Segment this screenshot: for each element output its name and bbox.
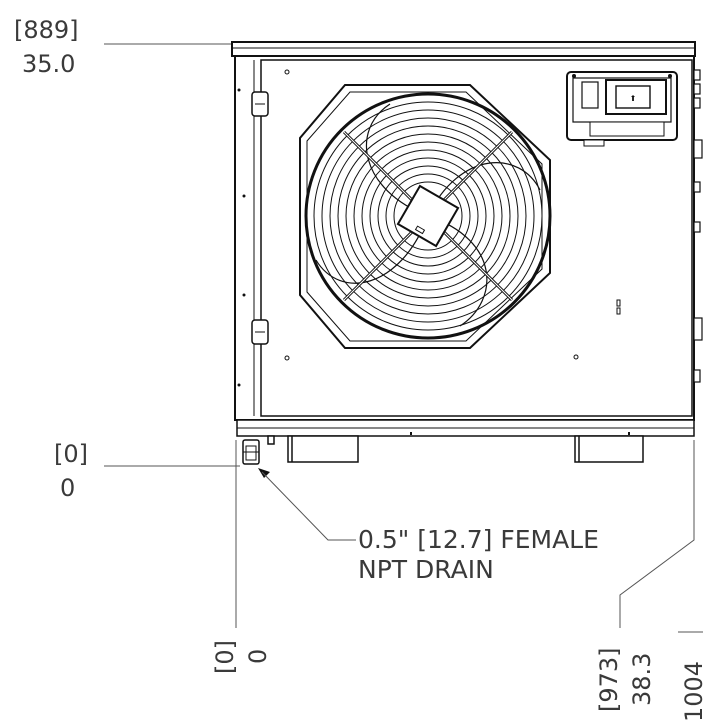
dimension-right-inch: 38.3 bbox=[628, 653, 656, 706]
panel-slots bbox=[616, 299, 621, 315]
dimension-right-inner: [973] 38.3 bbox=[595, 440, 695, 712]
feet bbox=[267, 435, 644, 463]
dimension-outer-mm: 1004 bbox=[680, 661, 703, 722]
dimension-top-mm: [889] bbox=[14, 16, 79, 44]
drain-leader bbox=[261, 471, 356, 541]
dimension-left-inch: 0 bbox=[244, 649, 272, 664]
dimension-drain-height: [0] 0 bbox=[54, 440, 240, 502]
top-cap bbox=[231, 41, 696, 57]
dimension-right-mm: [973] bbox=[595, 647, 623, 712]
panel-screws bbox=[284, 69, 579, 361]
drain-callout: 0.5" [12.7] FEMALE NPT DRAIN bbox=[258, 468, 599, 584]
right-edge-fittings bbox=[693, 69, 703, 383]
front-panel bbox=[260, 59, 693, 417]
dimension-drain-inch: 0 bbox=[60, 474, 75, 502]
base-markings bbox=[410, 432, 630, 435]
dimension-drain-mm: [0] bbox=[54, 440, 88, 468]
unit-cabinet: ⬆ bbox=[231, 41, 703, 465]
fan-hub bbox=[396, 184, 460, 248]
dimension-left-origin: [0] 0 bbox=[211, 440, 272, 674]
drain-callout-line2: NPT DRAIN bbox=[358, 555, 494, 584]
dimension-right-outer: 1004 bbox=[678, 631, 703, 722]
control-box: ⬆ bbox=[566, 71, 678, 147]
dimension-top-inch: 35.0 bbox=[22, 50, 75, 78]
dimension-top: [889] 35.0 bbox=[14, 16, 232, 78]
dimension-right-leader bbox=[619, 440, 695, 628]
drain-fitting bbox=[242, 439, 260, 465]
left-edge-screws bbox=[237, 88, 246, 387]
hinge-bottom bbox=[251, 319, 269, 345]
svg-text:⬆: ⬆ bbox=[630, 94, 637, 103]
drain-callout-line1: 0.5" [12.7] FEMALE bbox=[358, 525, 599, 554]
fan-blades bbox=[315, 103, 541, 327]
hinge-top bbox=[251, 91, 269, 117]
drain-arrow-head bbox=[258, 468, 270, 478]
dimension-left-mm: [0] bbox=[211, 640, 239, 674]
fan-guard bbox=[304, 92, 552, 340]
